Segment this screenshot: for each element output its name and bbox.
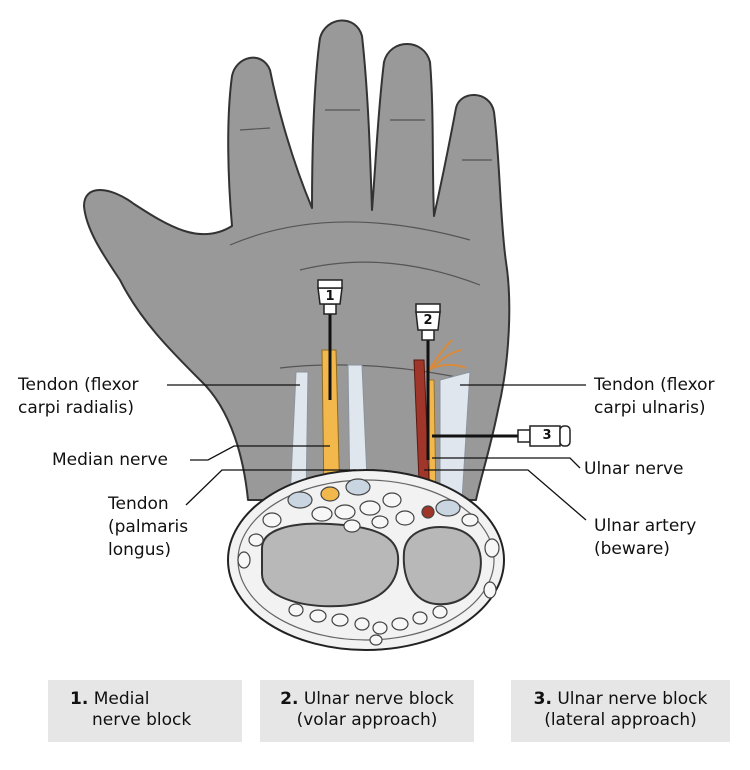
label-ulnar-artery: Ulnar artery (beware) xyxy=(594,516,697,559)
needle-1 xyxy=(317,279,343,400)
caption-box-2: 2. Ulnar nerve block (volar approach) xyxy=(260,680,474,742)
caption-3-line2: (lateral approach) xyxy=(544,710,697,730)
caption-1-line1: Medial xyxy=(93,689,150,709)
needle-2-badge: 2 xyxy=(423,313,433,328)
caption-2-line1: Ulnar nerve block xyxy=(303,689,454,709)
nerve-branches xyxy=(427,339,467,373)
caption-1-line2: nerve block xyxy=(92,710,192,730)
needle-2 xyxy=(415,303,441,460)
wrist-crease xyxy=(279,364,471,381)
caption-box-1: 1. Medial nerve block xyxy=(48,680,242,742)
ulna-bone xyxy=(402,526,482,606)
palm-crease xyxy=(229,221,471,246)
label-median-nerve: Median nerve xyxy=(52,450,168,470)
needle-3-badge: 3 xyxy=(542,428,552,443)
needle-3 xyxy=(432,425,571,447)
caption-2-number: 2. xyxy=(280,689,299,709)
finger-crease xyxy=(239,127,271,131)
caption-box-3: 3. Ulnar nerve block (lateral approach) xyxy=(511,680,730,742)
caption-2-line2: (volar approach) xyxy=(296,710,438,730)
label-ulnar-nerve: Ulnar nerve xyxy=(584,459,684,479)
caption-3-number: 3. xyxy=(533,689,552,709)
caption-3-line1: Ulnar nerve block xyxy=(557,689,708,709)
palm-crease xyxy=(299,261,481,286)
needle-1-badge: 1 xyxy=(325,289,335,304)
radius-bone xyxy=(261,522,400,608)
caption-1-number: 1. xyxy=(70,689,89,709)
label-pl-tendon: Tendon (palmaris longus) xyxy=(108,494,189,560)
hand-silhouette xyxy=(83,19,511,501)
cross-section-structures xyxy=(237,478,500,646)
label-fcr-tendon: Tendon (flexor carpi radialis) xyxy=(18,375,139,418)
leader-lines xyxy=(167,384,587,521)
label-fcu-tendon: Tendon (flexor carpi ulnaris) xyxy=(594,375,715,418)
